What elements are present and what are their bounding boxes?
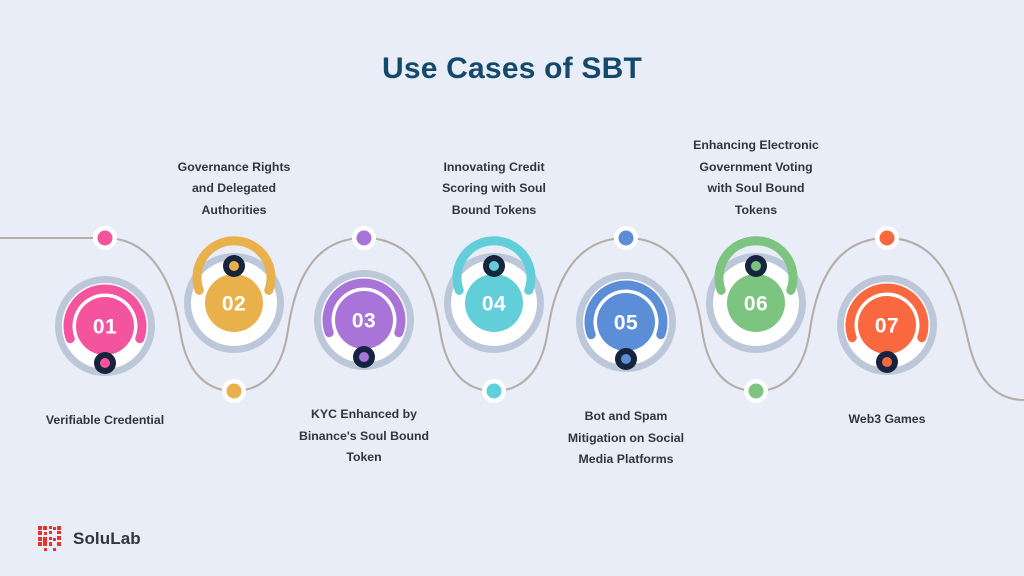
node-progress-arc [322, 278, 406, 338]
node-core[interactable] [76, 297, 134, 355]
node-number: 05 [614, 312, 638, 335]
node-03[interactable]: 03 [314, 226, 414, 370]
node-marker-core [621, 354, 631, 364]
node-marker-core [229, 261, 239, 271]
node-label-line: Media Platforms [578, 452, 674, 466]
node-05[interactable]: 05 [576, 226, 676, 372]
node-label-line: Verifiable Credential [45, 413, 165, 427]
node-core[interactable] [205, 274, 263, 332]
page-title: Use Cases of SBT [382, 52, 642, 85]
connector-dot[interactable] [226, 383, 242, 399]
connector-dot[interactable] [486, 383, 502, 399]
node-label-line: Bound Tokens [451, 202, 537, 217]
node-label-line: Binance's Soul Bound [299, 428, 429, 443]
node-core[interactable] [597, 293, 655, 351]
node-label-line: Government Voting [699, 159, 813, 174]
node-core[interactable] [465, 274, 523, 332]
node-label-line: Token [346, 450, 382, 464]
node-marker-core [882, 357, 892, 367]
node-label-line: Bot and Spam [584, 409, 668, 423]
node-number: 06 [744, 293, 768, 316]
node-marker-core [751, 261, 761, 271]
node-02[interactable]: 02 [184, 236, 284, 403]
node-label-line: Tokens [734, 202, 778, 217]
node-label-line: Governance Rights [177, 159, 291, 174]
brand-logo: SoluLab [38, 526, 141, 552]
node-label-line: Mitigation on Social [567, 430, 685, 445]
node-progress-arc [192, 236, 276, 295]
brand-name: SoluLab [73, 529, 141, 548]
node-label-01: Verifiable Credential [5, 410, 205, 432]
node-label-line: Innovating Credit [443, 159, 545, 174]
connector-dot[interactable] [618, 230, 634, 246]
node-number: 03 [352, 310, 376, 333]
node-label-line: Scoring with Soul [442, 181, 546, 195]
node-label-line: Enhancing Electronic [693, 138, 819, 152]
node-progress-arc [452, 236, 536, 295]
connector-dot[interactable] [97, 230, 113, 246]
node-label-line: Web3 Games [848, 412, 926, 426]
solulab-qr-logo-icon [38, 526, 61, 551]
node-number: 04 [482, 293, 506, 316]
node-label-07: Web3 Games [787, 409, 987, 431]
node-01[interactable]: 01 [55, 226, 155, 376]
connector-dot[interactable] [356, 230, 372, 246]
node-number: 07 [875, 315, 899, 338]
connector-dot[interactable] [748, 383, 764, 399]
node-progress-arc [714, 236, 798, 295]
node-label-line: Authorities [201, 202, 267, 217]
node-number: 02 [222, 293, 246, 316]
connector-line [0, 236, 1024, 402]
node-core[interactable] [858, 296, 916, 354]
node-marker-core [359, 352, 369, 362]
node-marker-core [100, 358, 110, 368]
node-number: 01 [93, 316, 117, 339]
node-progress-arc [584, 280, 668, 340]
node-04[interactable]: 04 [444, 236, 544, 403]
node-label-line: KYC Enhanced by [311, 407, 417, 421]
node-label-line: and Delegated [191, 181, 277, 195]
node-core[interactable] [335, 291, 393, 349]
node-progress-arc [845, 283, 929, 343]
node-progress-arc [63, 284, 147, 344]
node-label-line: with Soul Bound [707, 181, 805, 195]
connector-dot[interactable] [879, 230, 895, 246]
node-07[interactable]: 07 [837, 226, 937, 375]
node-core[interactable] [727, 274, 785, 332]
node-06[interactable]: 06 [706, 236, 806, 403]
node-marker-core [489, 261, 499, 271]
